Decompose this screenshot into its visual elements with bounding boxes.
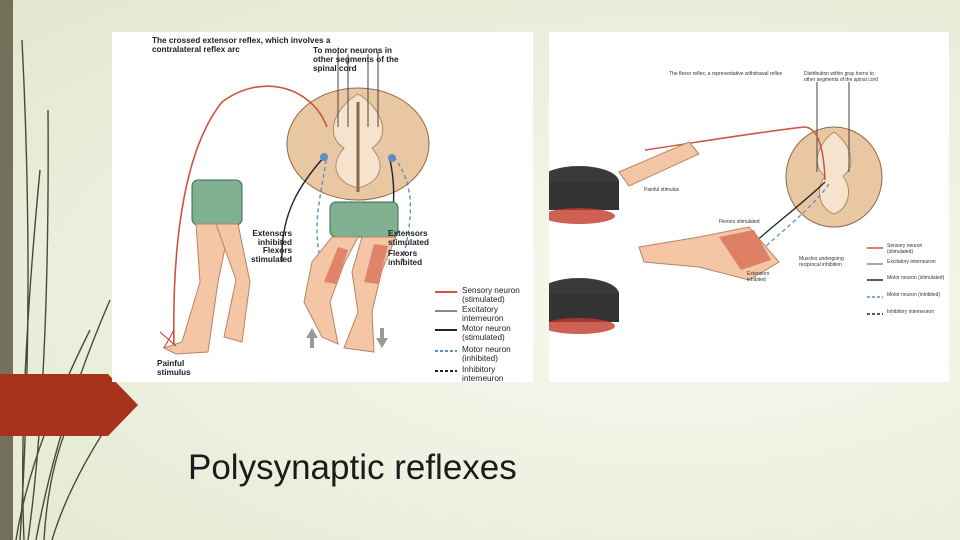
label-flexors-inhibited: Flexors inhibited xyxy=(388,250,436,268)
slide-title: Polysynaptic reflexes xyxy=(188,448,517,488)
legend-item: Inhibitory interneuron xyxy=(887,310,947,316)
legend-item: Sensory neuron (stimulated) xyxy=(887,244,947,256)
label-extensors-inhibited: Extensors inhibited xyxy=(747,272,789,284)
label-to-motor-neurons: To motor neurons in other segments of th… xyxy=(313,47,399,74)
label-flexors-stimulated: Flexors stimulated xyxy=(248,247,292,265)
label-distribution: Distribution within gray horns to other … xyxy=(804,72,884,84)
flexor-reflex-figure: The flexor reflex, a representative with… xyxy=(549,32,949,382)
crossed-extensor-reflex-figure: The crossed extensor reflex, which invol… xyxy=(112,32,533,382)
label-painful-stimulus: Painful stimulus xyxy=(644,188,684,194)
legend-item: Motor neuron (stimulated) xyxy=(887,276,947,282)
label-flexors-stimulated: Flexors stimulated xyxy=(719,220,761,226)
legend-item: Motor neuron (inhibited) xyxy=(462,346,532,364)
legend-item: Motor neuron (inhibited) xyxy=(887,293,947,299)
label-painful-stimulus: Painful stimulus xyxy=(157,360,201,378)
figure-heading: The flexor reflex, a representative with… xyxy=(669,72,819,78)
legend-item: Excitatory interneuron xyxy=(887,260,947,266)
label-muscles-reciprocal-inhibition: Muscles undergoing reciprocal inhibition xyxy=(799,257,857,269)
legend-item: Sensory neuron (stimulated) xyxy=(462,287,532,305)
accent-arrow xyxy=(0,374,138,436)
label-extensors-stimulated: Extensors stimulated xyxy=(388,230,446,248)
legend-item: Excitatory interneuron xyxy=(462,306,532,324)
legend-item: Inhibitory interneuron xyxy=(462,366,532,382)
legend-item: Motor neuron (stimulated) xyxy=(462,325,532,343)
